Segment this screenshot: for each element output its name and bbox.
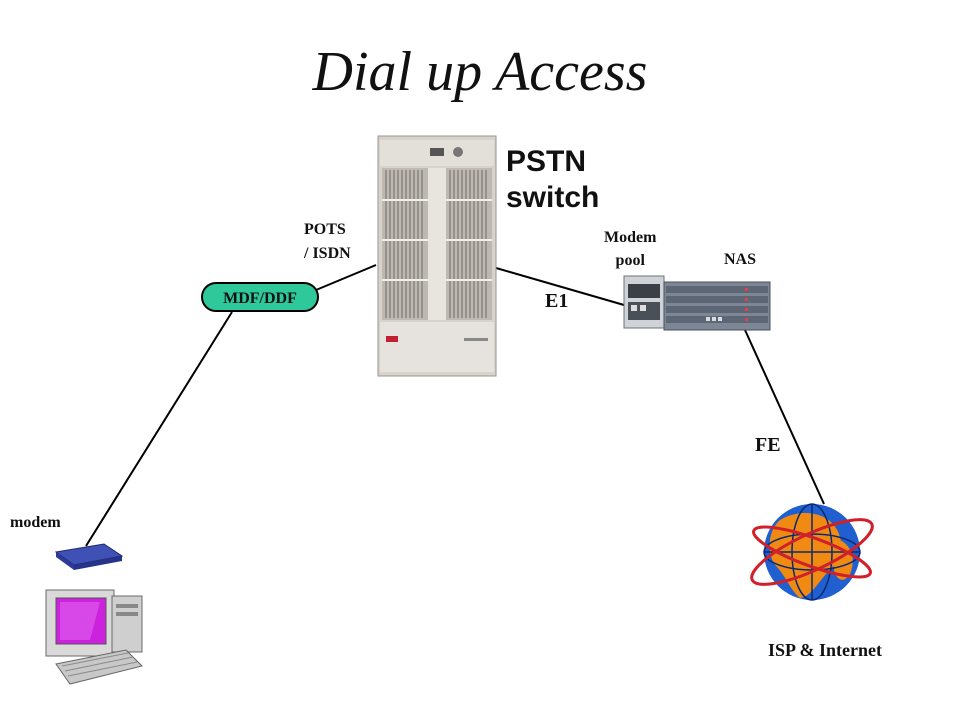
- nas-icon: [663, 281, 771, 331]
- fe-link-label: FE: [755, 434, 781, 456]
- globe-icon: [750, 503, 874, 601]
- pstn-switch-icon: [377, 135, 497, 377]
- link-modem-mdf: [85, 311, 233, 547]
- diagram-title: Dial up Access: [312, 41, 648, 103]
- computer-icon: [45, 589, 143, 685]
- pots-isdn-label: POTS / ISDN: [304, 218, 351, 266]
- modem-pool-label: Modem pool: [604, 226, 656, 272]
- mdf-ddf-node: MDF/DDF: [201, 282, 319, 312]
- e1-link-label: E1: [545, 290, 569, 312]
- modem-pool-line1: Modem: [604, 229, 657, 246]
- isp-internet-label: ISP & Internet: [768, 640, 882, 660]
- pstn-label-line1: PSTN: [506, 145, 587, 178]
- pots-label-line2: / ISDN: [304, 245, 351, 262]
- link-mdf-switch: [315, 264, 377, 291]
- pstn-label-line2: switch: [506, 181, 600, 214]
- pstn-switch-label: PSTN switch: [506, 144, 599, 216]
- modem-pool-icon: [623, 275, 665, 329]
- link-nas-isp: [744, 329, 825, 505]
- nas-label: NAS: [724, 251, 757, 268]
- pots-label-line1: POTS: [304, 221, 346, 238]
- modem-pool-line2: pool: [615, 252, 645, 269]
- link-switch-modempool: [495, 267, 625, 306]
- modem-icon: [54, 543, 124, 570]
- modem-label: modem: [10, 514, 61, 531]
